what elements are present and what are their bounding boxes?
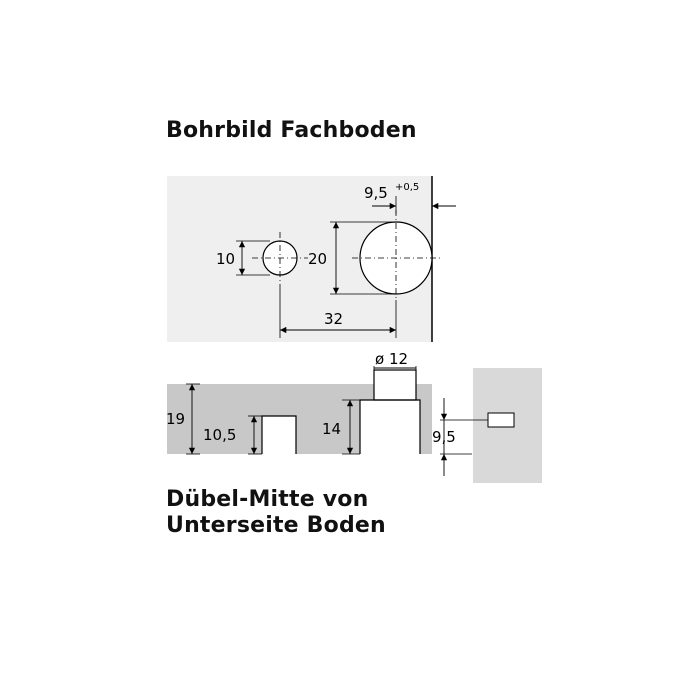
title-dowel-center-line2: Unterseite Boden xyxy=(166,513,386,538)
section-dimension-lines xyxy=(188,367,448,476)
dim-edge-tolerance: +0,5 xyxy=(395,182,419,193)
dowel-pin xyxy=(373,369,417,401)
dim-hole-spacing: 32 xyxy=(324,310,343,328)
extension-lines xyxy=(236,196,397,338)
title-dowel-center: Dübel-Mitte von Unterseite Boden xyxy=(166,487,386,539)
dim-dowel-height: 9,5 xyxy=(432,428,456,446)
dim-large-hole-diameter: 20 xyxy=(308,250,327,268)
large-hole-section xyxy=(360,400,420,454)
dim-pin-diameter: ø 12 xyxy=(375,350,408,368)
dimension-lines xyxy=(238,202,456,334)
dim-board-thickness: 19 xyxy=(166,410,185,428)
title-drilling-pattern: Bohrbild Fachboden xyxy=(166,118,417,143)
small-hole-section xyxy=(262,416,296,454)
dim-edge-offset: 9,5 xyxy=(364,184,388,202)
title-dowel-center-line1: Dübel-Mitte von xyxy=(166,487,369,512)
dim-large-hole-depth: 14 xyxy=(322,420,341,438)
dim-small-hole-depth: 10,5 xyxy=(203,426,236,444)
dowel-side xyxy=(487,412,515,428)
dim-small-hole-diameter: 10 xyxy=(216,250,235,268)
center-lines xyxy=(252,210,440,300)
